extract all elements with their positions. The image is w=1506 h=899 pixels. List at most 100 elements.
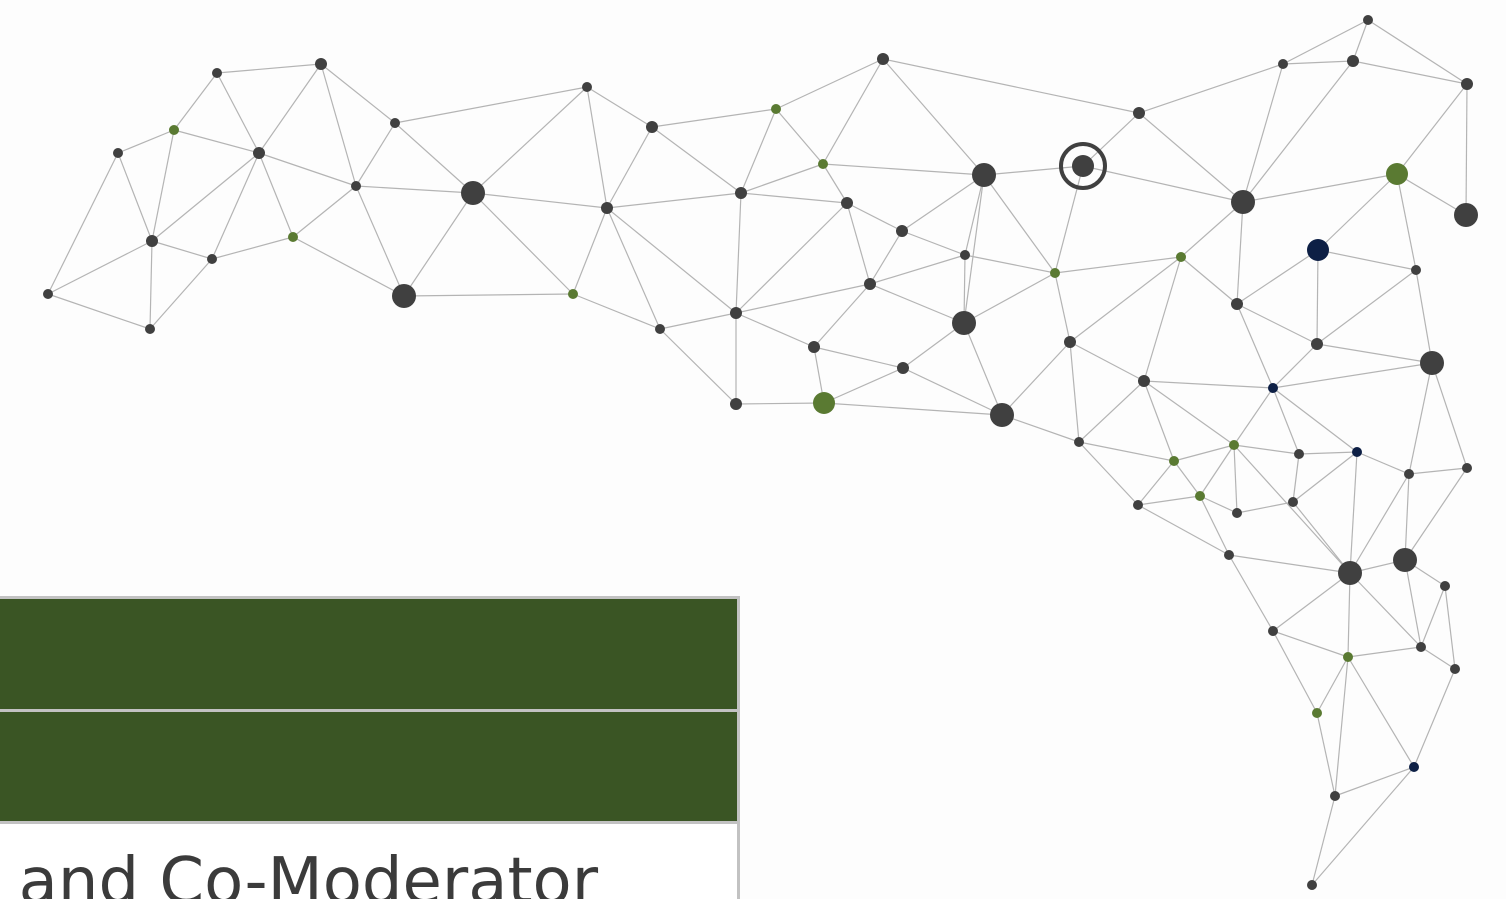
network-edge (1349, 451, 1358, 574)
network-node-dark (1232, 508, 1242, 518)
network-edge (151, 152, 260, 242)
network-edge (258, 63, 322, 154)
header-bar-secondary (0, 712, 740, 824)
header-bar-primary (0, 596, 740, 712)
network-edge (1396, 83, 1468, 175)
network-edge (1236, 501, 1294, 514)
network-edge (1396, 173, 1467, 216)
network-node-dark (1311, 338, 1323, 350)
network-edge (1316, 249, 1319, 345)
network-edge (1334, 656, 1349, 797)
network-edge (1236, 303, 1274, 389)
network-edge (394, 122, 474, 194)
network-node-dark (1231, 298, 1243, 310)
network-node-green (1176, 252, 1186, 262)
network-edge (1431, 362, 1468, 469)
network-edge (902, 367, 1003, 416)
network-node-dark (877, 53, 889, 65)
network-node-dark (1138, 375, 1150, 387)
network-edge (882, 58, 1140, 114)
network-node-navy (1307, 239, 1329, 261)
network-edge (117, 152, 153, 242)
network-edge (1143, 380, 1235, 446)
network-node-green (169, 125, 179, 135)
network-edge (47, 240, 153, 295)
network-node-dark (1411, 265, 1421, 275)
network-node-dark (1330, 791, 1340, 801)
network-edge (1415, 269, 1433, 364)
network-edge (983, 174, 1056, 274)
network-edge (740, 163, 824, 194)
network-node-dark (1072, 155, 1094, 177)
network-node-dark (897, 362, 909, 374)
network-edge (1316, 712, 1336, 797)
network-node-green (1312, 708, 1322, 718)
network-edge (1078, 380, 1145, 443)
network-edge (1404, 473, 1410, 561)
network-edge (823, 402, 1003, 416)
network-edge (775, 58, 884, 110)
network-edge (735, 192, 742, 314)
network-edge (258, 152, 357, 187)
network-edge (1352, 60, 1468, 85)
network-edge (1069, 256, 1182, 343)
network-edge (1078, 441, 1175, 462)
network-edge (1082, 112, 1140, 167)
network-node-dark (1064, 336, 1076, 348)
network-edge (1143, 256, 1182, 382)
network-edge (1054, 272, 1071, 343)
network-edge (1272, 387, 1300, 455)
network-edge (775, 108, 824, 165)
network-edge (822, 163, 985, 176)
network-node-green (818, 159, 828, 169)
network-edge (355, 122, 396, 187)
network-edge (1233, 444, 1351, 574)
network-node-dark (582, 82, 592, 92)
network-edge (1292, 453, 1300, 503)
network-edge (292, 185, 357, 238)
network-node-dark (390, 118, 400, 128)
network-node-dark (1231, 190, 1255, 214)
network-edge (1272, 362, 1433, 389)
network-node-dark (1268, 626, 1278, 636)
network-edge (846, 202, 903, 232)
network-edge (846, 202, 871, 285)
network-edge (1356, 451, 1410, 475)
network-node-navy (1409, 762, 1419, 772)
network-node-dark (864, 278, 876, 290)
network-edge (1349, 473, 1410, 574)
network-node-dark (1416, 642, 1426, 652)
network-edge (1347, 656, 1415, 768)
network-edge (211, 236, 294, 260)
network-edge (822, 163, 848, 204)
network-edge (869, 254, 966, 285)
network-edge (1242, 63, 1284, 203)
network-edge (355, 185, 474, 194)
network-edge (1054, 256, 1182, 274)
network-node-green (288, 232, 298, 242)
network-edge (1054, 165, 1084, 274)
network-node-dark (960, 250, 970, 260)
network-edge (659, 328, 737, 405)
network-node-dark (1347, 55, 1359, 67)
network-edge (1272, 387, 1358, 453)
network-edge (1233, 444, 1238, 514)
network-edge (1311, 766, 1415, 886)
network-edge (1444, 585, 1456, 670)
network-edge (403, 293, 574, 297)
network-node-green (1169, 456, 1179, 466)
network-node-dark (972, 163, 996, 187)
network-node-dark (1133, 107, 1145, 119)
network-node-dark (1440, 581, 1450, 591)
network-edge (320, 63, 396, 124)
network-edge (882, 58, 985, 176)
network-edge (117, 129, 175, 154)
network-edge (740, 192, 848, 204)
network-edge (472, 192, 574, 295)
network-edge (572, 293, 661, 330)
network-edge (472, 86, 588, 194)
network-node-green (813, 392, 835, 414)
network-edge (1408, 362, 1433, 475)
network-edge (1317, 173, 1398, 251)
